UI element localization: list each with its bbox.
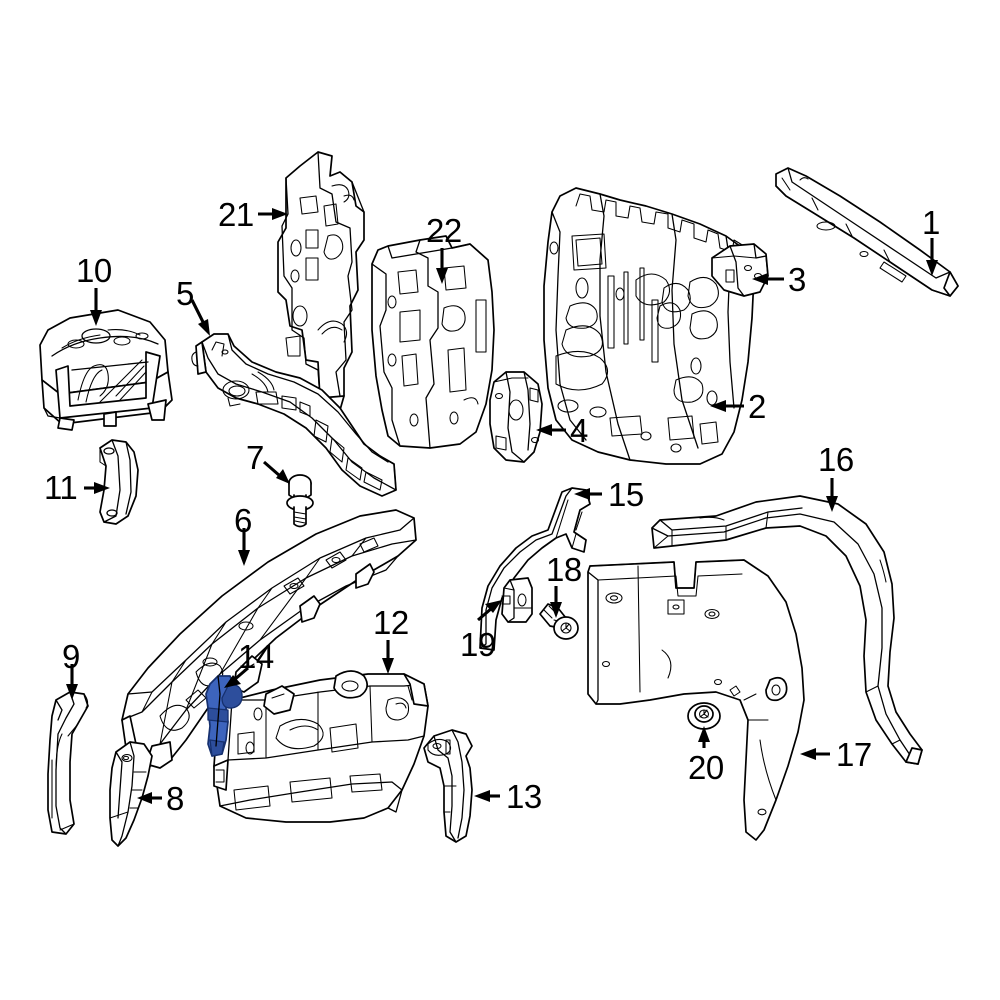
part-11-shape [99, 439, 139, 525]
callout-label-7[interactable]: 7 [246, 439, 264, 476]
part-2-shape [543, 187, 755, 465]
callout-label-15[interactable]: 15 [608, 476, 644, 513]
part-21-shape [277, 151, 365, 411]
part-20-shape [687, 702, 721, 730]
part-3-shape [711, 243, 769, 297]
callout-label-3[interactable]: 3 [788, 261, 806, 298]
callout-label-6[interactable]: 6 [234, 502, 252, 539]
callout-arrows [66, 208, 938, 804]
callout-label-22[interactable]: 22 [426, 212, 462, 249]
part-13-shape [423, 729, 473, 843]
part-10-shape [39, 309, 173, 431]
part-16-shape [651, 495, 923, 765]
callout-label-12[interactable]: 12 [373, 604, 409, 641]
part-8-shape [109, 741, 153, 847]
callout-label-9[interactable]: 9 [62, 638, 80, 675]
callout-label-17[interactable]: 17 [836, 736, 872, 773]
callout-label-2[interactable]: 2 [748, 388, 766, 425]
callout-label-11[interactable]: 11 [44, 469, 78, 506]
callout-label-14[interactable]: 14 [238, 638, 274, 675]
callout-label-8[interactable]: 8 [166, 780, 184, 817]
part-14-shape-highlighted [205, 675, 243, 757]
callout-label-5[interactable]: 5 [176, 275, 194, 312]
callout-label-1[interactable]: 1 [922, 204, 940, 241]
part-7-shape [286, 474, 314, 528]
part-19-shape [501, 577, 533, 623]
callout-label-13[interactable]: 13 [506, 778, 542, 815]
callout-label-16[interactable]: 16 [818, 441, 854, 478]
part-12-shape [213, 670, 429, 823]
callout-label-20[interactable]: 20 [688, 749, 724, 786]
part-17-shape [587, 559, 805, 841]
part-5-shape [191, 333, 397, 497]
part-9-shape [47, 691, 89, 835]
part-1-shape [775, 167, 959, 297]
part-6-shape [121, 509, 417, 769]
part-18-shape [539, 603, 579, 640]
part-22-shape [371, 235, 495, 449]
callout-label-18[interactable]: 18 [546, 551, 582, 588]
callout-label-4[interactable]: 4 [570, 412, 588, 449]
callout-label-10[interactable]: 10 [76, 252, 112, 289]
callout-label-19[interactable]: 19 [460, 626, 496, 663]
callout-label-21[interactable]: 21 [218, 196, 254, 233]
part-4-shape [489, 371, 543, 463]
